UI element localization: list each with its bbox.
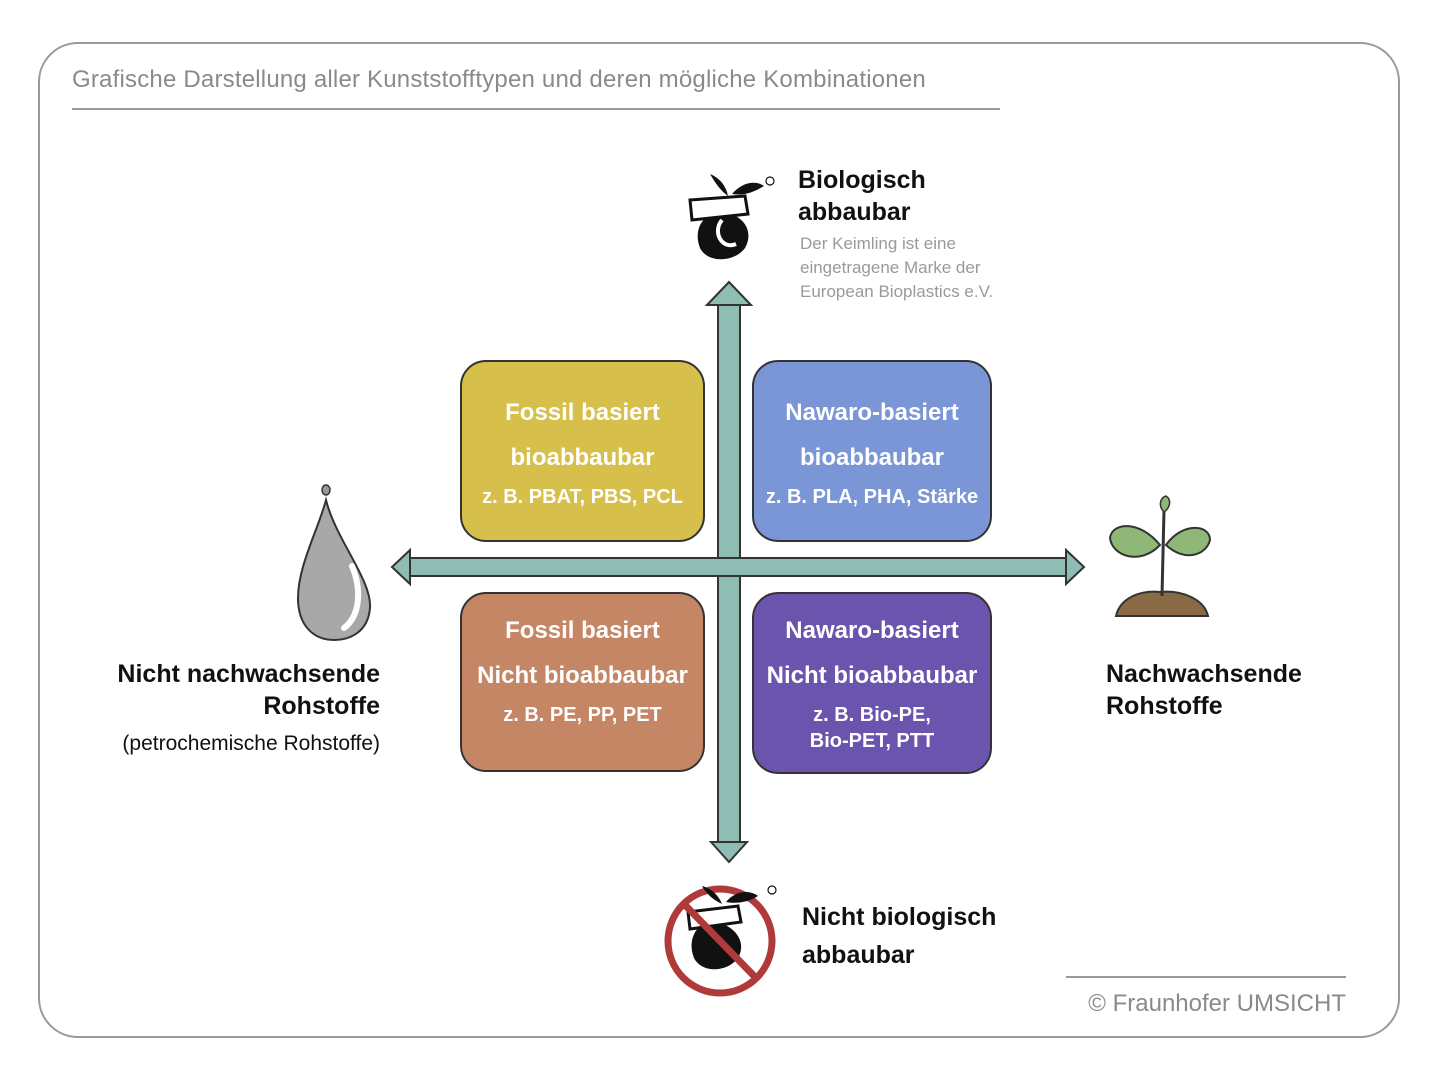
- copyright-divider: [1066, 976, 1346, 978]
- quadrant-subheading: Nicht bioabbaubar: [766, 662, 978, 689]
- axis-left-line2: Rohstoffe: [263, 692, 380, 720]
- axis-top-line1: Biologisch: [798, 166, 926, 194]
- axis-top-line2: abbaubar: [798, 198, 911, 226]
- axis-top-label: Biologisch abbaubar: [798, 164, 926, 228]
- quadrant-examples-line2: Bio-PET, PTT: [809, 730, 935, 752]
- quadrant-examples-line1: z. B. Bio-PE,: [813, 704, 931, 726]
- axis-bottom-line2: abbaubar: [802, 941, 915, 969]
- axis-right-label: Nachwachsende Rohstoffe: [1106, 658, 1302, 722]
- trademark-note-line2: eingetragene Marke der: [800, 258, 981, 277]
- trademark-note-line1: Der Keimling ist eine: [800, 234, 956, 253]
- quadrant-heading: Fossil basiert: [505, 617, 660, 644]
- quadrant-examples: z. B. PE, PP, PET: [503, 704, 662, 726]
- quadrant-heading: Nawaro-basiert: [785, 399, 959, 426]
- oil-drop-icon: [296, 484, 372, 642]
- horizontal-axis-shaft: [409, 557, 1067, 577]
- quadrant-heading: Fossil basiert: [505, 399, 660, 426]
- quadrant-fossil-biodegradable: Fossil basiert bioabbaubar z. B. PBAT, P…: [460, 360, 705, 542]
- trademark-note: Der Keimling ist eine eingetragene Marke…: [800, 232, 993, 304]
- quadrant-subheading: Nicht bioabbaubar: [477, 662, 688, 689]
- quadrant-heading: Nawaro-basiert: [785, 617, 959, 644]
- quadrant-examples: z. B. PLA, PHA, Stärke: [765, 486, 979, 508]
- arrow-down: [708, 841, 750, 864]
- plant-sprout-icon: [1108, 495, 1212, 617]
- quadrant-subheading: bioabbaubar: [799, 444, 944, 471]
- no-seedling-logo-icon: [664, 885, 777, 997]
- arrow-up: [704, 280, 754, 306]
- quadrant-nawaro-non-biodegradable: Nawaro-basiert Nicht bioabbaubar z. B. B…: [752, 592, 992, 774]
- page-title: Grafische Darstellung aller Kunststoffty…: [72, 66, 926, 93]
- quadrant-nawaro-biodegradable: Nawaro-basiert bioabbaubar z. B. PLA, PH…: [752, 360, 992, 542]
- axis-left-sublabel: (petrochemische Rohstoffe): [122, 732, 380, 755]
- axis-right-line2: Rohstoffe: [1106, 692, 1223, 720]
- axis-left-line1: Nicht nachwachsende: [117, 660, 380, 688]
- arrow-right: [1065, 547, 1086, 587]
- trademark-note-line3: European Bioplastics e.V.: [800, 282, 994, 301]
- axis-right-line1: Nachwachsende: [1106, 660, 1302, 688]
- horizontal-axis: [390, 547, 1086, 587]
- quadrant-subheading: bioabbaubar: [510, 444, 655, 471]
- seedling-logo-icon: [688, 174, 775, 260]
- copyright: © Fraunhofer UMSICHT: [1088, 990, 1346, 1017]
- axis-left-label: Nicht nachwachsende Rohstoffe: [60, 658, 380, 722]
- axis-bottom-label: Nicht biologisch abbaubar: [802, 898, 996, 974]
- quadrant-examples: z. B. PBAT, PBS, PCL: [482, 486, 683, 508]
- quadrant-fossil-non-biodegradable: Fossil basiert Nicht bioabbaubar z. B. P…: [460, 592, 705, 772]
- arrow-left: [390, 547, 411, 587]
- title-divider: [72, 108, 1000, 110]
- axis-bottom-line1: Nicht biologisch: [802, 903, 997, 931]
